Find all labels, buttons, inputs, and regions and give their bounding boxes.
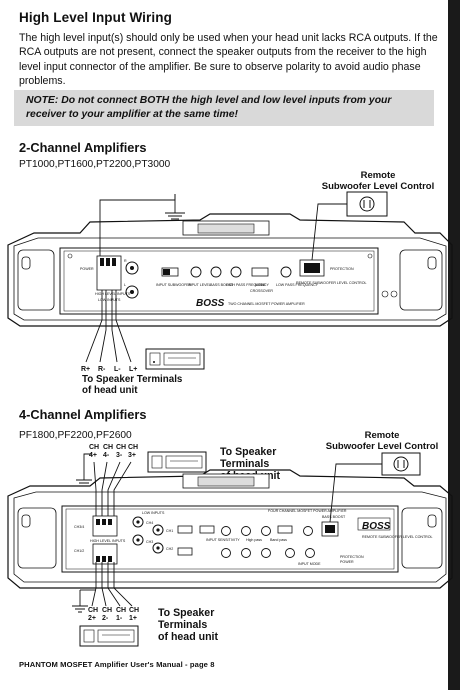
wire-label-2: R- — [98, 366, 106, 373]
intro-paragraph: The high level input(s) should only be u… — [19, 32, 438, 88]
power-4ch-text: POWER — [340, 560, 354, 564]
bass-boost-text: BASS BOOST — [210, 283, 234, 287]
top-wire-1a: CH — [89, 444, 99, 451]
wire-label-3: L- — [114, 366, 121, 373]
high-pass-text: HIGH PASS FREQUENCY — [226, 283, 269, 287]
bottom-wire-4: 1+ — [129, 615, 137, 622]
top-wire-4a: CH — [128, 444, 138, 451]
top-wire-1: 4+ — [89, 452, 97, 459]
ch12-text: CH1/2 — [74, 549, 84, 553]
footer: PHANTOM MOSFET Amplifier User's Manual -… — [19, 660, 215, 669]
bottom-wire-1a: CH — [88, 607, 98, 614]
four-channel-remote-label: Remote Subwoofer Level Control — [325, 430, 439, 452]
four-channel-models: PF1800,PF2200,PF2600 — [19, 430, 132, 441]
protection-text: PROTECTION — [330, 267, 354, 271]
ch3-text: CH3 — [146, 540, 153, 544]
hl-inputs-text: HIGH LEVEL INPUTS — [90, 539, 126, 543]
bass-boost-4ch-text: BASS BOOST — [322, 515, 346, 519]
four-channel-speaker-label-bottom: To Speaker Terminals of head unit — [158, 607, 219, 643]
protection-4ch-text: PROTECTION — [340, 555, 364, 559]
top-wire-2: 4- — [103, 452, 110, 459]
high-pass-4ch-text: High pass — [246, 538, 262, 542]
remote-sub-4ch-text: REMOTE SUBWOOFER LEVEL CONTROL — [362, 535, 433, 539]
top-wire-4: 3+ — [128, 452, 136, 459]
low-pass-text: LOW PASS FREQUENCY — [276, 283, 319, 287]
two-channel-title: 2-Channel Amplifiers — [19, 140, 147, 155]
input-sensitivity-text: INPUT SENSITIVITY — [206, 538, 240, 542]
two-channel-speaker-label: To Speaker Terminals of head unit — [82, 374, 183, 396]
input-sub-text: INPUT SUBWOOFER — [156, 283, 192, 287]
note-text: NOTE: Do not connect BOTH the high level… — [26, 95, 392, 120]
top-wire-2a: CH — [103, 444, 113, 451]
page-edge-bar — [448, 0, 460, 690]
remote-sub-text: REMOTE SUBWOOFER LEVEL CONTROL — [296, 281, 367, 285]
panel-caption-4ch: FOUR CHANNEL MOSFET POWER AMPLIFIER — [268, 509, 347, 513]
wire-label-1: R+ — [81, 366, 90, 373]
wire-label-4: L+ — [129, 366, 137, 373]
mode-text: MODE — [255, 283, 266, 287]
ch4-text: CH4 — [146, 521, 153, 525]
bottom-wire-2a: CH — [102, 607, 112, 614]
bottom-wire-2: 2- — [102, 615, 109, 622]
ch2-text: CH2 — [166, 547, 173, 551]
section-title: High Level Input Wiring — [19, 10, 172, 25]
panel-caption: TWO CHANNEL MOSFET POWER AMPLIFIER — [228, 302, 305, 306]
l-text: L — [124, 283, 126, 287]
high-level-text: HIGH LEVEL INPUTS — [95, 292, 131, 296]
brand-logo-4ch: BOSS — [362, 521, 391, 532]
ch34-text: CH3/4 — [74, 525, 84, 529]
two-channel-remote-label: Remote Subwoofer Level Control — [321, 170, 435, 192]
top-wire-3: 3- — [116, 452, 123, 459]
input-level-text: INPUT LEVEL — [188, 283, 211, 287]
two-channel-models: PT1000,PT1600,PT2200,PT3000 — [19, 159, 171, 170]
band-pass-text: Band pass — [270, 538, 287, 542]
bottom-wire-3a: CH — [116, 607, 126, 614]
note-box — [14, 90, 434, 126]
ch1-text: CH1 — [166, 529, 173, 533]
four-channel-title: 4-Channel Amplifiers — [19, 407, 147, 422]
low-inputs-4ch-text: LOW INPUTS — [142, 511, 165, 515]
bottom-wire-1: 2+ — [88, 615, 96, 622]
input-mode-text: INPUT MODE — [298, 562, 321, 566]
r-text: R — [124, 259, 127, 263]
power-text: POWER — [80, 267, 94, 271]
bottom-wire-3: 1- — [116, 615, 123, 622]
brand-logo: BOSS — [196, 298, 225, 309]
crossover-text: CROSSOVER — [250, 289, 273, 293]
top-wire-3a: CH — [116, 444, 126, 451]
bottom-wire-4a: CH — [129, 607, 139, 614]
low-inputs-text: LOW INPUTS — [98, 298, 121, 302]
